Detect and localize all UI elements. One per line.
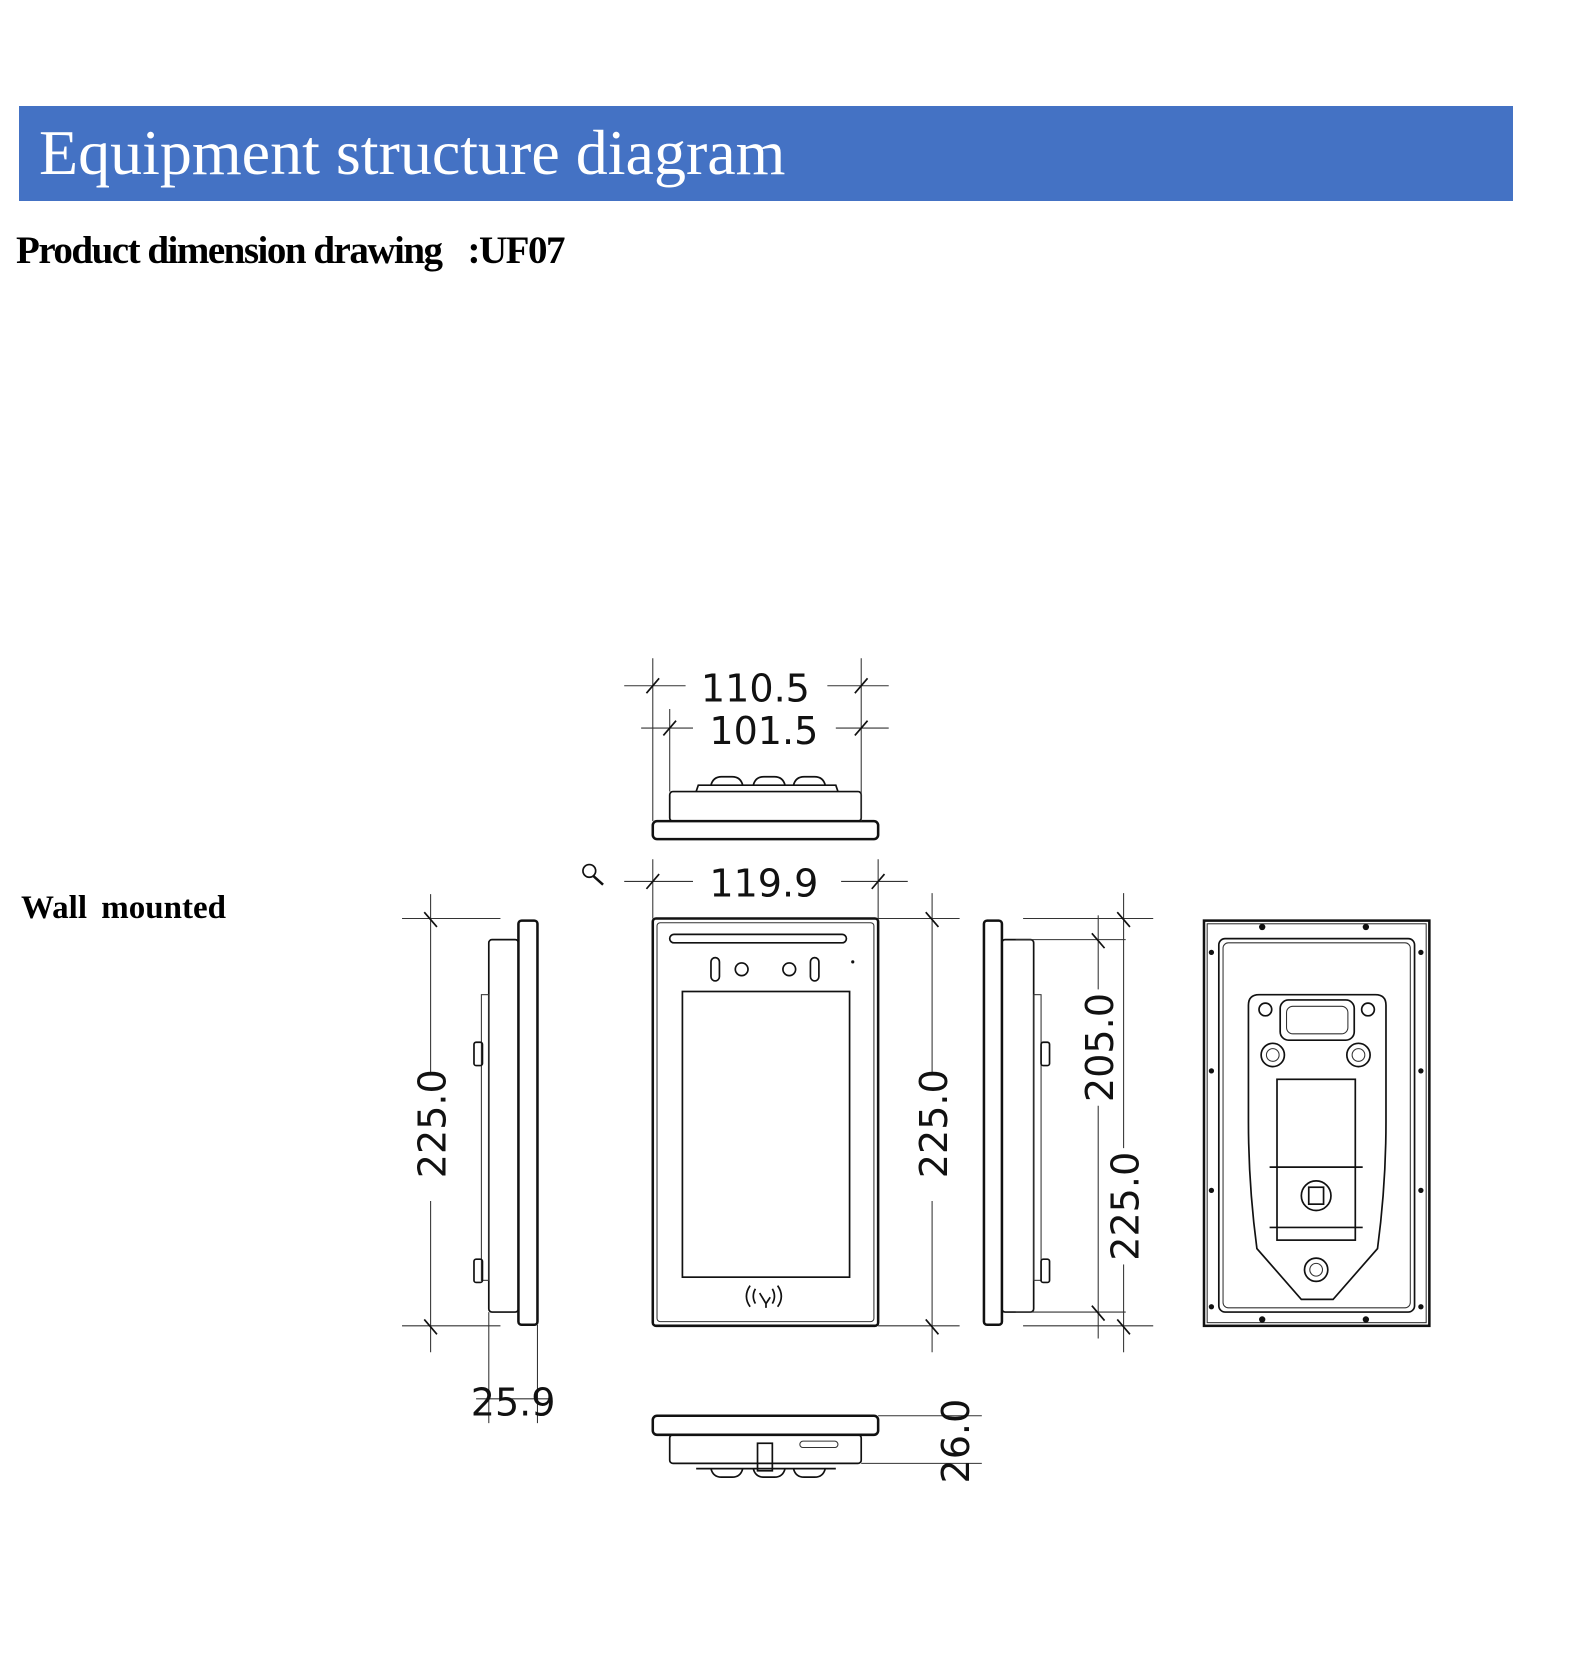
magnifier-icon[interactable] (582, 863, 604, 886)
dim-right-outer-height: 225.0 (1103, 1152, 1147, 1261)
dim-top-inner-width: 101.5 (709, 709, 818, 753)
screen (681, 990, 851, 1279)
dim-front-height: 225.0 (912, 1069, 956, 1178)
dim-side-depth: 25.9 (471, 1381, 556, 1425)
dim-right-inner-height: 205.0 (1078, 993, 1122, 1102)
right-side-view: 205.0 225.0 (982, 893, 1154, 1353)
back-view (1202, 919, 1431, 1328)
top-view: 110.5 101.5 (624, 658, 889, 841)
bottom-view: 26.0 (651, 1399, 982, 1484)
dim-front-width: 119.9 (709, 861, 818, 905)
dim-top-outer-width: 110.5 (701, 667, 810, 711)
subtitle-label: Product dimension drawing (16, 229, 443, 272)
left-side-view: 225.0 25.9 (402, 894, 556, 1425)
subtitle: Product dimension drawing :UF07 (16, 228, 566, 273)
mount-label: Wall mounted (21, 890, 226, 926)
dim-bottom-depth: 26.0 (934, 1399, 978, 1484)
dim-left-height: 225.0 (410, 1069, 454, 1178)
header-banner: Equipment structure diagram (19, 106, 1513, 201)
page-title: Equipment structure diagram (39, 117, 786, 188)
nfc-icon (745, 1285, 783, 1308)
front-view: 119.9 225.0 (624, 859, 960, 1353)
model-number: :UF07 (467, 229, 566, 272)
